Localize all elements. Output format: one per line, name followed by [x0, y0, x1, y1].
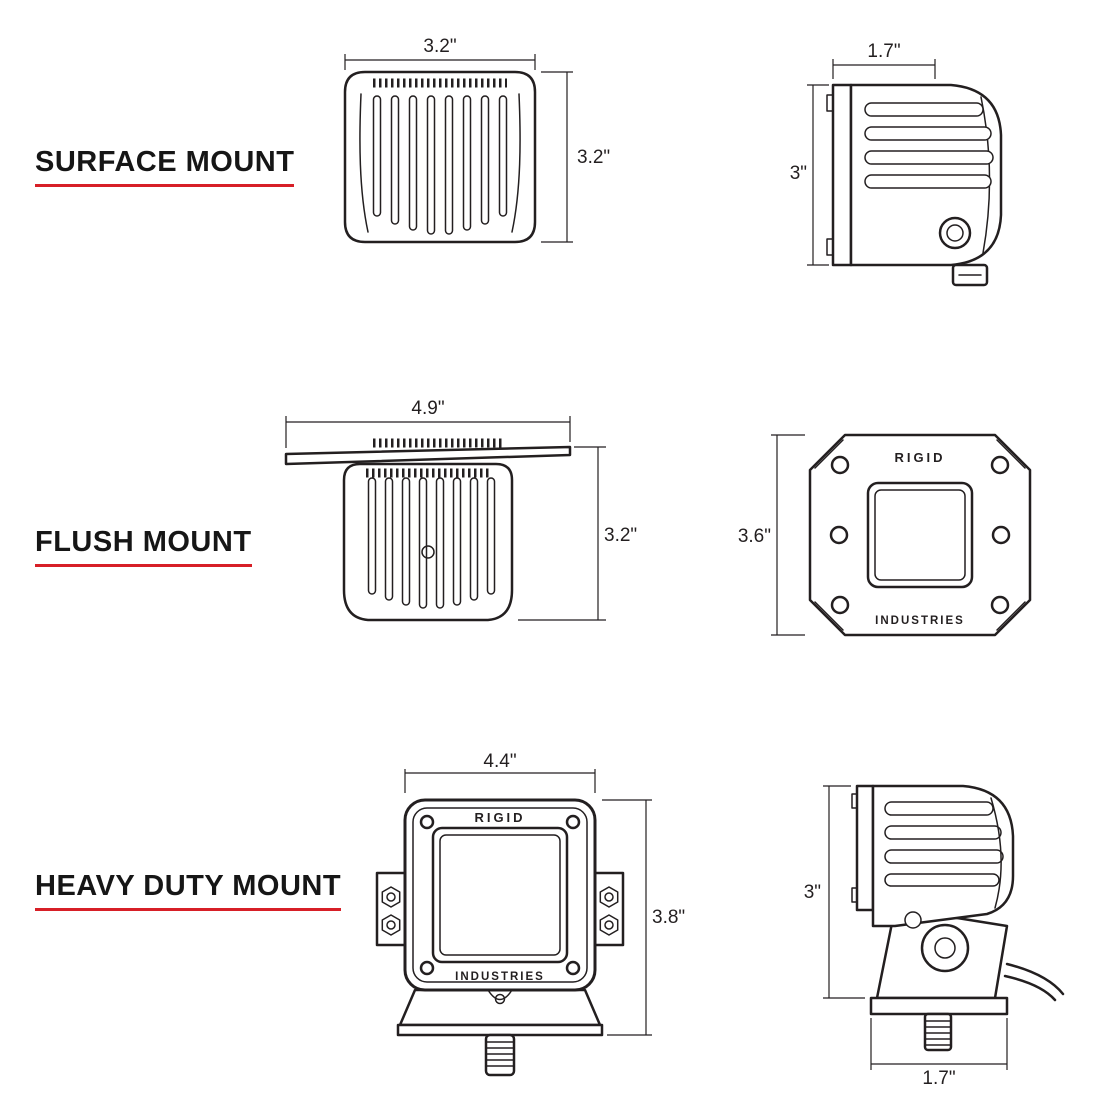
side-bracket-left	[375, 871, 407, 947]
heavy-front-width-label: 4.4"	[483, 751, 516, 772]
heavy-side-base-width-dimension: 1.7"	[870, 1018, 1008, 1089]
section-label-flush-mount: FLUSH MOUNT	[35, 526, 252, 567]
heavy-side-body	[851, 784, 1015, 928]
flush-side-width-label: 4.9"	[411, 398, 444, 419]
heavy-side-height-label: 3"	[804, 882, 821, 903]
heat-sink-fins	[367, 477, 496, 609]
surface-rear-housing	[343, 70, 537, 244]
heavy-front-body: RIGID INDUSTRIES	[403, 798, 597, 1005]
flush-front-height-dimension: 3.6"	[738, 434, 805, 636]
surface-mount-title: SURFACE MOUNT	[35, 146, 295, 178]
flush-side-body	[284, 438, 572, 622]
surface-rear-height-dimension: 3.2"	[541, 71, 610, 243]
brand-bottom-text: INDUSTRIES	[875, 615, 965, 627]
heat-sink-fins	[372, 95, 508, 235]
surface-side-depth-label: 1.7"	[867, 41, 900, 62]
surface-side-body	[826, 83, 1003, 287]
flush-mount-front-view-drawing: 3.6" RIGID INDUSTRIES	[738, 433, 1032, 637]
heavy-duty-mount-title: HEAVY DUTY MOUNT	[35, 870, 342, 902]
heavy-duty-side-view-drawing: 3" 1.7"	[804, 784, 1065, 1089]
flush-side-height-label: 3.2"	[604, 525, 637, 546]
threaded-stud	[484, 1033, 516, 1077]
surface-rear-height-label: 3.2"	[577, 147, 610, 168]
brand-bottom-text: INDUSTRIES	[455, 971, 545, 983]
face-screws	[419, 814, 581, 976]
heavy-front-height-label: 3.8"	[652, 907, 685, 928]
heavy-front-width-dimension: 4.4"	[404, 751, 596, 793]
threaded-stud	[923, 1012, 953, 1052]
flush-mount-side-view-drawing: 4.9" 3.2"	[284, 398, 637, 622]
heavy-duty-front-view-drawing: 4.4" 3.8"	[375, 751, 685, 1077]
side-fins	[864, 102, 994, 189]
wire	[1003, 962, 1065, 1002]
flush-side-width-dimension: 4.9"	[285, 398, 571, 448]
flush-front-face: RIGID INDUSTRIES	[808, 433, 1032, 637]
pivot-bracket	[869, 906, 1065, 1052]
surface-mount-rear-view-drawing: 3.2" 3.2"	[343, 36, 610, 244]
surface-rear-width-dimension: 3.2"	[344, 36, 536, 70]
surface-side-height-dimension: 3"	[790, 84, 829, 266]
heavy-side-height-dimension: 3"	[804, 785, 865, 999]
side-fins	[884, 801, 1004, 887]
pivot-bolt	[904, 911, 970, 973]
lens	[431, 826, 569, 964]
lens	[866, 481, 974, 589]
surface-side-height-label: 3"	[790, 163, 807, 184]
breather-button	[938, 216, 972, 250]
brand-top-text: RIGID	[894, 450, 945, 465]
rear-connector	[951, 263, 989, 287]
flush-front-height-label: 3.6"	[738, 526, 771, 547]
flush-mount-title: FLUSH MOUNT	[35, 526, 252, 558]
mounting-holes	[829, 455, 1011, 615]
side-bracket-right	[593, 871, 625, 947]
surface-mount-side-view-drawing: 1.7" 3"	[790, 41, 1003, 287]
section-label-heavy-duty-mount: HEAVY DUTY MOUNT	[35, 870, 342, 911]
section-label-surface-mount: SURFACE MOUNT	[35, 146, 295, 187]
flush-side-height-dimension: 3.2"	[518, 446, 637, 621]
surface-side-depth-dimension: 1.7"	[832, 41, 936, 79]
surface-rear-width-label: 3.2"	[423, 36, 456, 57]
heavy-side-base-width-label: 1.7"	[922, 1068, 955, 1089]
mounting-flange	[284, 445, 572, 466]
brand-top-text: RIGID	[474, 810, 525, 825]
heavy-front-height-dimension: 3.8"	[602, 799, 685, 1036]
